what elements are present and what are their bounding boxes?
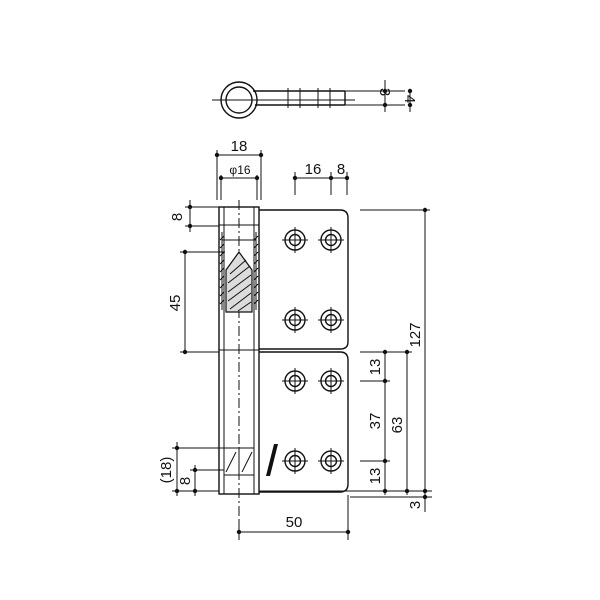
dim-bottom-ref: (18) — [158, 457, 175, 484]
section-mark — [266, 444, 278, 476]
upper-cap-section — [219, 224, 259, 310]
upper-leaf — [259, 209, 349, 350]
dim-hole-pitch-x1: 16 — [305, 161, 322, 178]
dim-knuckle-inner: φ16 — [229, 163, 250, 177]
top-view: 3 4 — [212, 80, 418, 119]
knuckle-inner-circle — [225, 86, 253, 114]
dim-overall-height: 127 — [407, 322, 424, 347]
left-dimensions: 8 45 (18) 8 — [158, 200, 225, 496]
dim-bottom-group: 63 — [389, 417, 406, 434]
dim-top-cap: 8 — [169, 213, 186, 221]
dim-knuckle-outer: 18 — [231, 138, 248, 155]
dim-hole-pitch-y: 37 — [367, 413, 384, 430]
front-view — [218, 200, 349, 540]
lower-cap-section — [224, 447, 254, 476]
dim-width: 50 — [286, 514, 303, 531]
hole-pitch-dimensions: 16 8 — [292, 161, 350, 195]
right-dimensions: 127 63 13 37 13 3 — [259, 207, 432, 512]
dim-bottom-cap: 8 — [177, 477, 194, 485]
dim-bottom-offset: 3 — [407, 501, 424, 509]
knuckle-outer-circle — [220, 81, 258, 119]
screw-holes — [282, 227, 344, 474]
pin-section — [225, 250, 253, 313]
dim-pin-length: 45 — [167, 295, 184, 312]
bottom-dimensions: 50 — [236, 495, 351, 540]
dim-top-thickness: 3 — [376, 88, 393, 96]
knuckle-dimensions: 18 φ16 — [214, 138, 264, 200]
dim-hole-pitch-x2: 8 — [337, 161, 345, 178]
dim-edge-upper: 13 — [367, 359, 384, 376]
dim-top-offset: 4 — [401, 95, 418, 103]
dim-edge-lower: 13 — [367, 468, 384, 485]
lower-leaf — [259, 351, 349, 493]
